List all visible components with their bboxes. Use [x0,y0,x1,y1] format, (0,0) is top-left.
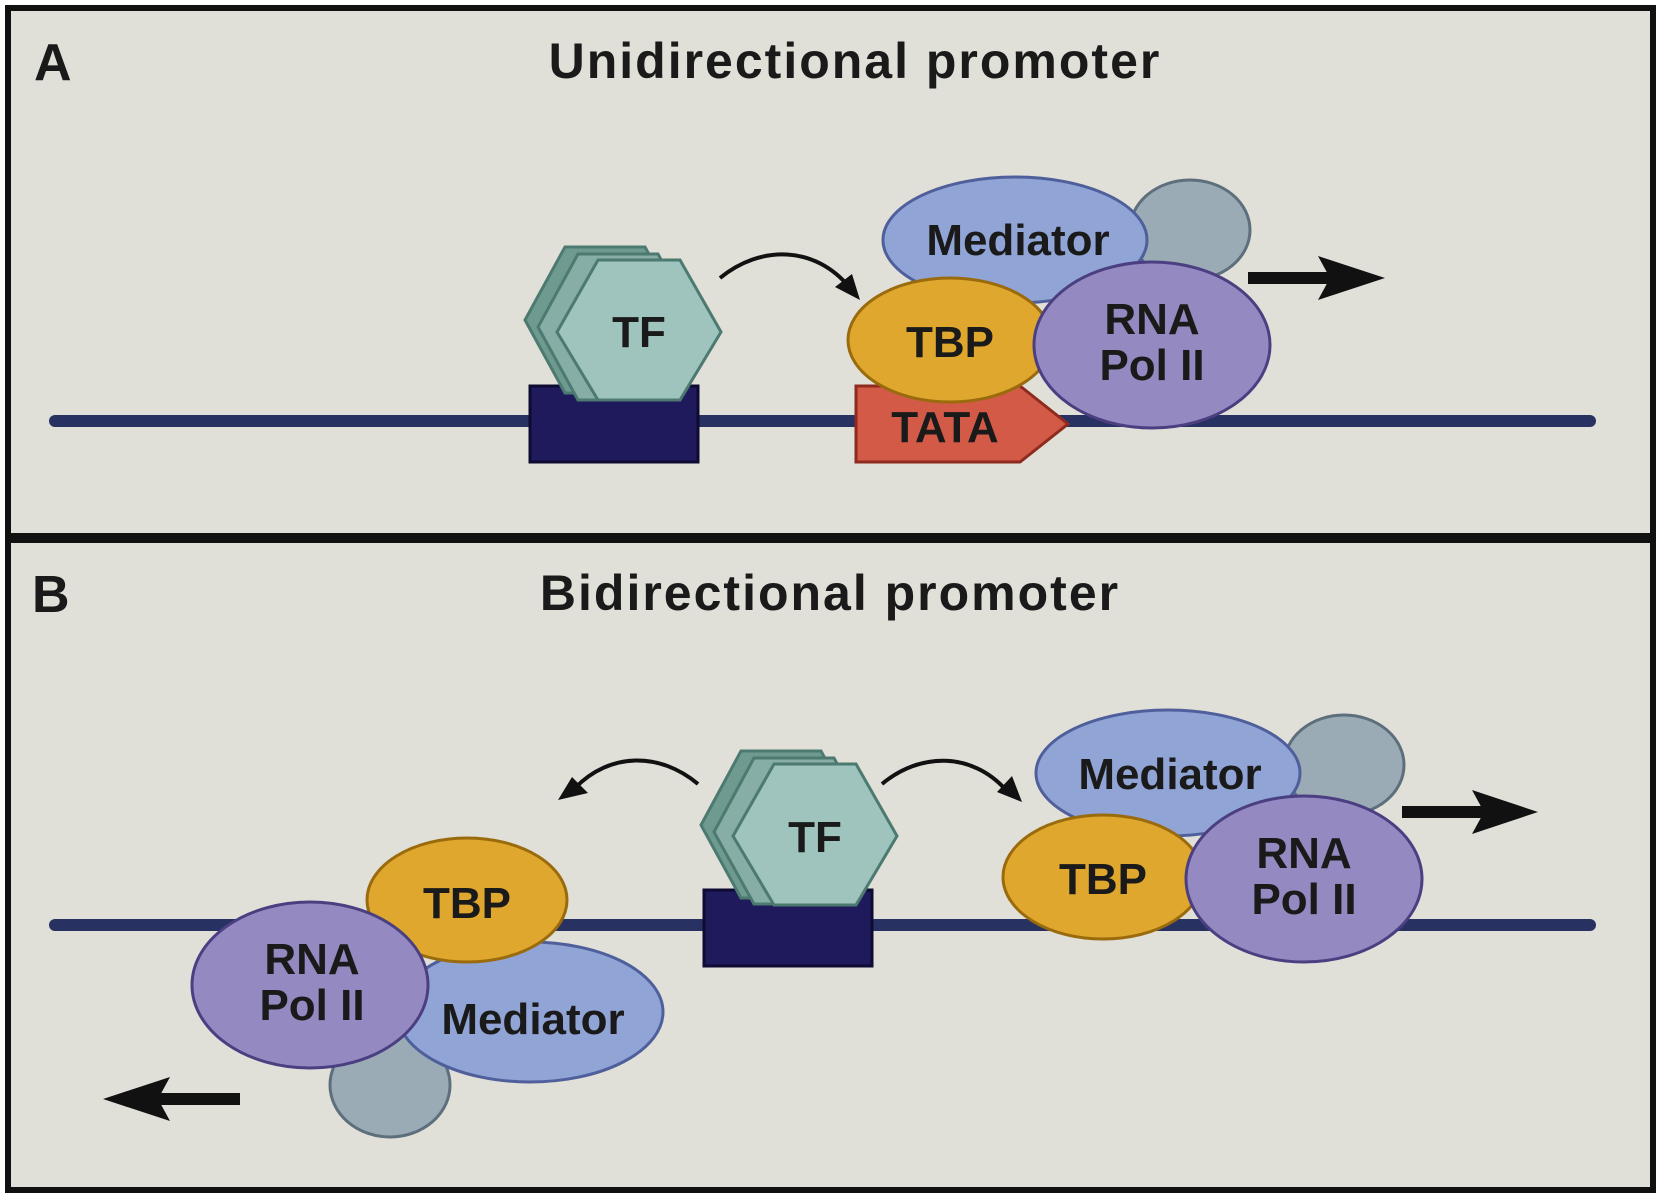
panel-b-right-mediator-label: Mediator [1078,750,1261,799]
panel-b-right-transcription-arrow [1402,790,1538,834]
panel-b-right-tbp-label: TBP [1059,855,1147,904]
panel-b-right-rna-pol-ii-line2: Pol II [1251,875,1356,924]
panel-b-left-tbp-label: TBP [423,879,511,928]
panel-b-left-transcription-arrow [103,1077,240,1121]
panel-b-left-tbp-shape [365,836,569,964]
panel-b-right-activation-arrowhead [997,776,1022,802]
panel-a-rna-pol-ii-line2: Pol II [1099,341,1204,390]
panel-a-letter: A [34,34,72,92]
panel-b-left-tbp: TBP [365,836,569,964]
panel-b-left-rna-pol-ii: RNA Pol II [190,900,430,1070]
panel-b-tf-label: TF [788,813,842,862]
panel-a-activation-arrowhead [835,274,860,300]
panel-a-tf-label: TF [612,308,666,357]
panel-a-rna-pol-ii-line1: RNA [1104,295,1199,344]
panel-a-mediator: Mediator [881,175,1149,305]
panel-b-left-rna-pol-ii-shape [190,900,430,1070]
panel-b-left-activation-arrowhead [558,777,588,800]
panel-b-right-transcription-arrowhead [1472,790,1538,834]
panel-a-frame [5,5,1656,539]
panel-a-transcription-arrow [1248,256,1385,300]
panel-a-rna-pol-ii: RNA Pol II [1032,260,1272,430]
panel-a-tbp: TBP [846,276,1054,404]
panel-a-tbp-label: TBP [906,318,994,367]
panel-b-left-rna-pol-ii-line2: Pol II [259,981,364,1030]
panel-b-tf-complex: TF [699,749,899,907]
panel-b-left-rna-pol-ii-line1: RNA [264,935,359,984]
panel-b-right-rna-pol-ii: RNA Pol II [1184,794,1424,964]
panel-b-letter: B [32,566,70,624]
panel-b-left-transcription-arrowhead [103,1077,170,1121]
panel-a-tata-label: TATA [891,403,999,452]
panel-b-left-mediator: Mediator [395,940,665,1084]
panel-b-right-rna-pol-ii-line1: RNA [1256,829,1351,878]
panel-a: A Unidirectional promoter TF Mediator TA… [5,5,1656,539]
panel-a-tf-complex: TF [523,245,723,402]
panel-a-mediator-label: Mediator [926,216,1109,265]
panel-b-tf-hexagon [731,762,899,907]
panel-a-rna-pol-ii-shape [1032,260,1272,430]
panel-b-right-activation-arrow [880,758,1008,792]
panel-b-left-activation-arrow [573,758,700,790]
panel-a-tf-hexagon [555,258,723,402]
panel-b: B Bidirectional promoter TF Mediator TBP [5,537,1656,1193]
panel-b-right-tbp: TBP [1001,813,1205,941]
panel-b-title: Bidirectional promoter [540,565,1120,621]
panel-b-right-rna-pol-ii-shape [1184,794,1424,964]
panel-a-activation-arrow [718,252,852,290]
panel-b-right-mediator: Mediator [1034,708,1302,838]
panel-a-transcription-arrowhead [1318,256,1385,300]
panel-a-title: Unidirectional promoter [549,33,1162,89]
panel-b-left-mediator-label: Mediator [441,995,624,1044]
